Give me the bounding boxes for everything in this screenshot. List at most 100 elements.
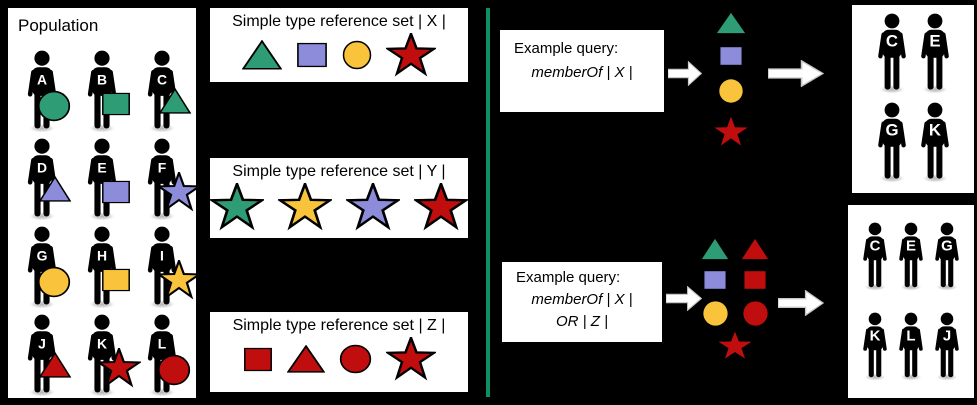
query-2-shape-column bbox=[699, 238, 731, 327]
purple-square-icon bbox=[704, 271, 726, 289]
red-star-icon bbox=[714, 116, 748, 146]
arrow-right-icon bbox=[665, 285, 703, 312]
person-letter: C bbox=[870, 238, 881, 255]
person-letter: F bbox=[158, 159, 167, 175]
person-letter: K bbox=[97, 335, 107, 351]
yellow-star-icon bbox=[278, 183, 332, 231]
person-letter: H bbox=[97, 247, 107, 263]
person-letter: C bbox=[885, 32, 897, 51]
person-figure-g: G bbox=[877, 102, 906, 183]
person-figure-k: K bbox=[920, 102, 949, 183]
population-title: Population bbox=[18, 16, 99, 35]
person-letter: G bbox=[37, 247, 48, 263]
yellow-circle-icon bbox=[719, 79, 743, 103]
red-star-icon bbox=[97, 348, 141, 388]
purple-square-icon bbox=[297, 42, 327, 68]
red-circle-icon bbox=[157, 354, 191, 386]
person-letter: A bbox=[37, 71, 47, 87]
query-2-input-shapes bbox=[696, 238, 774, 361]
person-letter: E bbox=[906, 238, 916, 255]
person-letter: D bbox=[37, 159, 47, 175]
person-figure-k: K bbox=[863, 312, 887, 381]
purple-triangle-icon bbox=[39, 176, 71, 202]
population-member-j: J bbox=[15, 314, 71, 398]
person-letter: K bbox=[928, 121, 940, 140]
green-triangle-icon bbox=[701, 238, 729, 260]
red-star-icon bbox=[386, 33, 436, 77]
arrow-right-icon bbox=[667, 60, 703, 87]
reference-set-z-shapes bbox=[243, 337, 436, 381]
reference-set-y-shapes bbox=[210, 183, 468, 231]
population-member-a: A bbox=[15, 50, 71, 134]
person-letter: G bbox=[941, 238, 953, 255]
yellow-circle-icon bbox=[702, 301, 728, 326]
reference-set-y-box: Simple type reference set | Y | bbox=[210, 158, 468, 238]
query-2-expression-line-1: memberOf | X | bbox=[531, 291, 633, 308]
red-square-icon bbox=[744, 271, 766, 289]
red-star-icon bbox=[385, 337, 436, 381]
person-letter: J bbox=[38, 335, 46, 351]
green-circle-icon bbox=[37, 90, 71, 122]
purple-square-icon bbox=[102, 180, 130, 204]
person-figure-e: E bbox=[899, 222, 923, 291]
red-circle-icon bbox=[742, 301, 768, 326]
reference-set-y-title: Simple type reference set | Y | bbox=[232, 163, 446, 180]
yellow-star-icon bbox=[157, 260, 201, 300]
person-letter: C bbox=[157, 71, 167, 87]
person-figure-l: L bbox=[899, 312, 923, 381]
population-member-c: C bbox=[135, 50, 191, 134]
population-member-l: L bbox=[135, 314, 191, 398]
query-1-heading: Example query: bbox=[514, 40, 619, 57]
query-1-expression: memberOf | X | bbox=[531, 64, 633, 81]
arrow-right-icon bbox=[777, 289, 825, 321]
query-1-results-box: C E G K bbox=[852, 5, 974, 193]
red-square-icon bbox=[243, 347, 272, 371]
query-2-shape-columns bbox=[699, 238, 771, 327]
red-star-icon bbox=[718, 331, 752, 359]
green-star-icon bbox=[210, 183, 264, 231]
person-figure-j: J bbox=[27, 314, 57, 397]
query-2-heading: Example query: bbox=[516, 269, 621, 286]
population-member-e: E bbox=[75, 138, 130, 222]
purple-star-icon bbox=[157, 172, 201, 212]
person-figure-j: J bbox=[935, 312, 959, 381]
green-triangle-icon bbox=[159, 88, 191, 114]
query-2-box: Example query: memberOf | X | OR | Z | bbox=[502, 262, 662, 342]
green-square-icon bbox=[102, 92, 130, 116]
red-triangle-icon bbox=[286, 345, 325, 373]
reference-set-z-title: Simple type reference set | Z | bbox=[232, 317, 446, 334]
population-member-g: G bbox=[15, 226, 71, 310]
red-circle-icon bbox=[339, 344, 371, 374]
population-member-i: I bbox=[135, 226, 201, 310]
query-2-expression-line-2: OR | Z | bbox=[556, 313, 608, 330]
person-letter: L bbox=[906, 328, 915, 345]
arrow-right-icon bbox=[777, 289, 825, 317]
yellow-circle-icon bbox=[37, 266, 71, 298]
query-1-box: Example query: memberOf | X | bbox=[500, 30, 664, 112]
reference-set-x-shapes bbox=[242, 33, 436, 77]
person-figure-c: C bbox=[877, 13, 906, 94]
person-figure-c: C bbox=[863, 222, 887, 291]
purple-square-icon bbox=[720, 47, 742, 65]
person-letter: I bbox=[160, 247, 164, 263]
person-letter: L bbox=[158, 335, 167, 351]
population-member-f: F bbox=[135, 138, 201, 222]
population-member-b: B bbox=[75, 50, 130, 134]
population-grid: A B C D E F G H I J K L bbox=[12, 50, 201, 402]
person-letter: E bbox=[929, 32, 940, 51]
person-letter: E bbox=[97, 159, 106, 175]
reference-set-x-box: Simple type reference set | X | bbox=[210, 8, 468, 82]
person-figure-g: G bbox=[935, 222, 959, 291]
reference-set-x-title: Simple type reference set | X | bbox=[232, 13, 446, 30]
arrow-right-icon bbox=[667, 60, 703, 91]
red-triangle-icon bbox=[741, 238, 769, 260]
arrow-right-icon bbox=[665, 285, 703, 316]
yellow-square-icon bbox=[102, 268, 130, 292]
red-triangle-icon bbox=[39, 352, 71, 378]
green-triangle-icon bbox=[242, 40, 282, 70]
query-1-input-shapes bbox=[706, 12, 756, 148]
red-star-icon bbox=[414, 183, 468, 231]
population-member-k: K bbox=[75, 314, 141, 398]
query-2-shape-column bbox=[739, 238, 771, 327]
